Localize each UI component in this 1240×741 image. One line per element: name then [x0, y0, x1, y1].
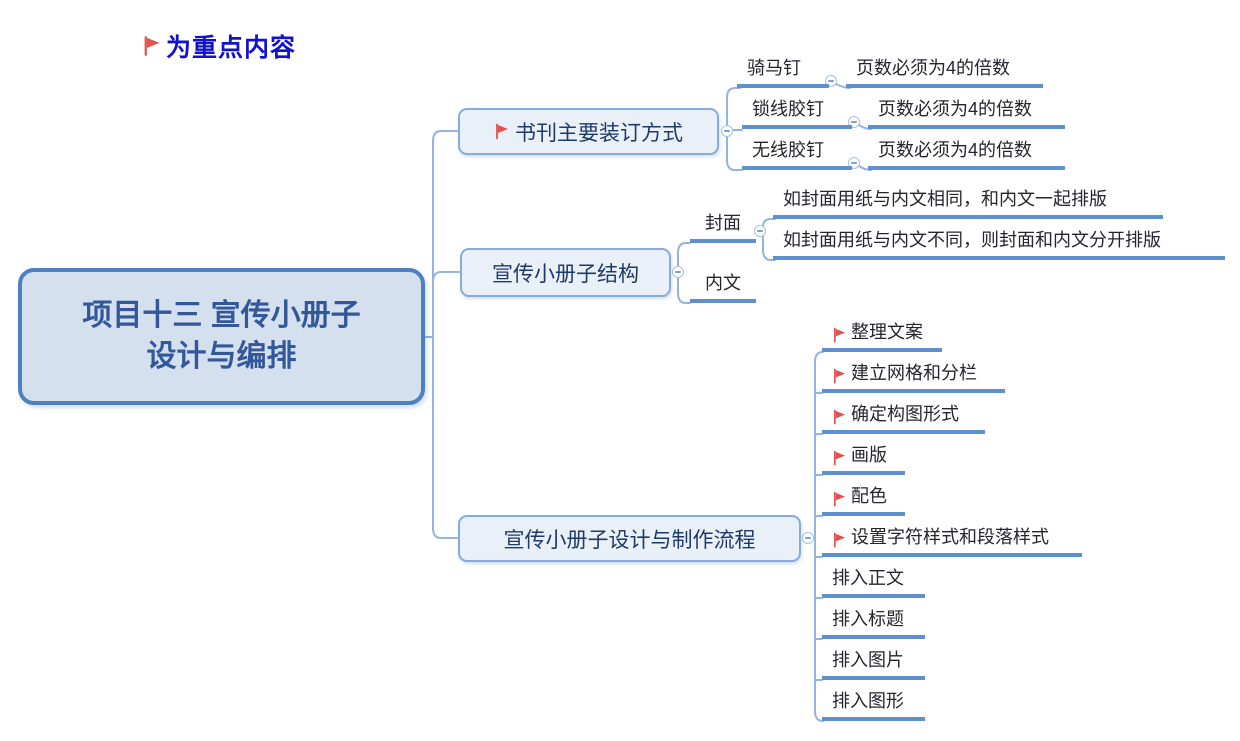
flag-icon — [833, 450, 846, 466]
topic-label: 建立网格和分栏 — [851, 363, 977, 383]
topic-label: 页数必须为4的倍数 — [878, 140, 1033, 160]
topic-label: 整理文案 — [851, 322, 923, 342]
topic-label: 宣传小册子结构 — [492, 262, 639, 286]
topic-label: 配色 — [851, 486, 887, 506]
topic-label: 骑马钉 — [747, 58, 801, 78]
minus-icon — [675, 271, 681, 273]
flag-icon — [833, 409, 846, 425]
topic-label: 排入标题 — [832, 609, 904, 629]
topic-label: 排入图形 — [832, 691, 904, 711]
step-place-graphics[interactable]: 排入图形 — [822, 690, 925, 721]
topic-label: 排入正文 — [832, 568, 904, 588]
step-place-body-text[interactable]: 排入正文 — [822, 567, 925, 598]
topic-label: 页数必须为4的倍数 — [856, 58, 1011, 78]
topic-label: 无线胶钉 — [752, 140, 824, 160]
collapse-button-cover[interactable] — [754, 225, 766, 237]
topic-label: 书刊主要装订方式 — [515, 121, 683, 145]
step-draw-layout[interactable]: 画版 — [822, 444, 905, 475]
topic-label: 排入图片 — [832, 650, 904, 670]
collapse-button-brochure-structure[interactable] — [672, 266, 684, 278]
step-place-titles[interactable]: 排入标题 — [822, 608, 925, 639]
note-pages-multiple-of-4[interactable]: 页数必须为4的倍数 — [868, 98, 1065, 129]
topic-label: 确定构图形式 — [851, 404, 959, 424]
note-cover-same-paper[interactable]: 如封面用纸与内文相同，和内文一起排版 — [773, 188, 1163, 219]
minus-icon — [805, 537, 811, 539]
topic-design-process[interactable]: 宣传小册子设计与制作流程 — [458, 515, 801, 562]
topic-label: 宣传小册子设计与制作流程 — [503, 528, 756, 552]
topic-brochure-structure[interactable]: 宣传小册子结构 — [460, 248, 671, 297]
topic-label: 设置字符样式和段落样式 — [851, 527, 1049, 547]
topic-label: 页数必须为4的倍数 — [878, 99, 1033, 119]
flag-icon — [833, 532, 846, 548]
topic-thread-sewn[interactable]: 锁线胶钉 — [742, 98, 852, 129]
minus-icon — [851, 121, 857, 123]
note-pages-multiple-of-4[interactable]: 页数必须为4的倍数 — [868, 139, 1065, 170]
legend: 为重点内容 — [142, 28, 296, 64]
topic-label: 画版 — [851, 445, 887, 465]
note-pages-multiple-of-4[interactable]: 页数必须为4的倍数 — [846, 57, 1043, 88]
topic-binding-methods[interactable]: 书刊主要装订方式 — [458, 108, 719, 155]
topic-body[interactable]: 内文 — [690, 272, 756, 303]
topic-label: 封面 — [705, 213, 741, 233]
root-topic[interactable]: 项目十三 宣传小册子 设计与编排 — [18, 268, 425, 405]
flag-icon — [144, 36, 160, 56]
minus-icon — [851, 162, 857, 164]
topic-label: 内文 — [705, 273, 741, 293]
topic-label: 如封面用纸与内文相同，和内文一起排版 — [783, 189, 1107, 209]
step-grid-columns[interactable]: 建立网格和分栏 — [822, 362, 1005, 393]
collapse-button-binding-methods[interactable] — [721, 125, 733, 137]
step-composition-form[interactable]: 确定构图形式 — [822, 403, 985, 434]
step-place-images[interactable]: 排入图片 — [822, 649, 925, 680]
topic-label: 如封面用纸与内文不同，则封面和内文分开排版 — [783, 230, 1161, 250]
step-char-para-styles[interactable]: 设置字符样式和段落样式 — [822, 526, 1082, 557]
minus-icon — [757, 230, 763, 232]
topic-saddle-stitch[interactable]: 骑马钉 — [737, 57, 829, 88]
flag-icon — [833, 327, 846, 343]
flag-icon — [833, 491, 846, 507]
topic-perfect-bound[interactable]: 无线胶钉 — [742, 139, 852, 170]
minus-icon — [724, 130, 730, 132]
minus-icon — [828, 80, 834, 82]
flag-icon — [496, 123, 508, 140]
topic-label: 锁线胶钉 — [752, 99, 824, 119]
flag-icon — [833, 368, 846, 384]
legend-label: 为重点内容 — [166, 34, 297, 62]
topic-cover[interactable]: 封面 — [690, 212, 756, 243]
note-cover-different-paper[interactable]: 如封面用纸与内文不同，则封面和内文分开排版 — [773, 229, 1225, 260]
step-color-scheme[interactable]: 配色 — [822, 485, 905, 516]
collapse-button-design-process[interactable] — [802, 532, 814, 544]
step-organize-copy[interactable]: 整理文案 — [822, 321, 942, 352]
